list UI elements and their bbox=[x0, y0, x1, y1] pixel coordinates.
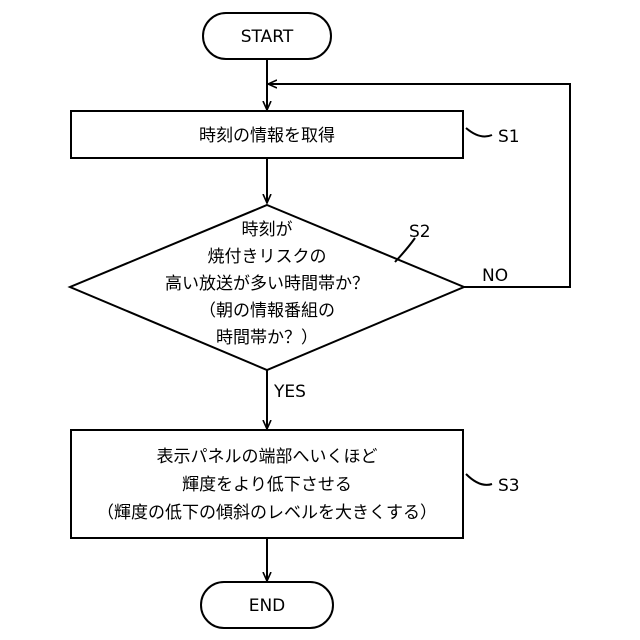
s3-ref-label: S3 bbox=[498, 476, 520, 496]
process-s1: 時刻の情報を取得 bbox=[71, 111, 463, 158]
s3-leader bbox=[466, 474, 492, 485]
no-label: NO bbox=[482, 266, 508, 286]
s2-line-5: 時間帯か？） bbox=[216, 328, 318, 348]
yes-label: YES bbox=[273, 382, 306, 402]
end-label: END bbox=[249, 596, 286, 616]
s1-ref-label: S1 bbox=[498, 127, 520, 147]
s2-line-4: （朝の情報番組の bbox=[199, 301, 335, 321]
end-node: END bbox=[201, 582, 333, 628]
s3-line-2: 輝度をより低下させる bbox=[182, 475, 352, 495]
s3-line-3: （輝度の低下の傾斜のレベルを大きくする） bbox=[97, 503, 437, 523]
s1-leader bbox=[466, 128, 492, 136]
s1-text: 時刻の情報を取得 bbox=[199, 126, 335, 146]
s2-line-2: 焼付きリスクの bbox=[208, 247, 327, 267]
decision-s2: 時刻が 焼付きリスクの 高い放送が多い時間帯か？ （朝の情報番組の 時間帯か？） bbox=[70, 205, 464, 370]
start-label: START bbox=[241, 27, 294, 47]
s3-line-1: 表示パネルの端部へいくほど bbox=[157, 447, 378, 467]
s2-line-1: 時刻が bbox=[242, 220, 293, 240]
process-s3: 表示パネルの端部へいくほど 輝度をより低下させる （輝度の低下の傾斜のレベルを大… bbox=[71, 430, 463, 538]
s2-line-3: 高い放送が多い時間帯か？ bbox=[165, 274, 369, 294]
start-node: START bbox=[203, 13, 331, 59]
s2-ref-label: S2 bbox=[409, 222, 431, 242]
